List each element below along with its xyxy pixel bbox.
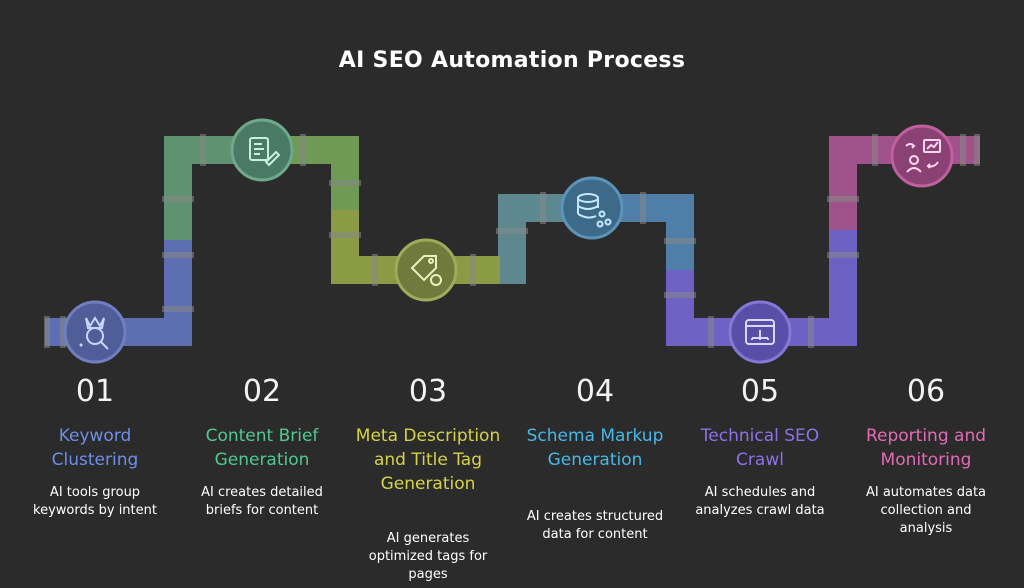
pipe-flanges bbox=[44, 134, 980, 348]
step-title-02: Content Brief Generation bbox=[205, 426, 319, 470]
node-technical-crawl bbox=[728, 300, 792, 364]
node-schema-markup bbox=[560, 176, 624, 240]
node-reporting bbox=[890, 124, 954, 188]
step-number-01: 01 bbox=[75, 374, 115, 409]
node-meta-description bbox=[394, 238, 458, 302]
node-content-brief bbox=[230, 118, 294, 182]
database-schema-icon bbox=[577, 193, 612, 228]
diagram-title: AI SEO Automation Process bbox=[338, 48, 686, 73]
node-keyword-clustering bbox=[63, 300, 127, 364]
step-number-04: 04 bbox=[575, 374, 615, 409]
crawl-sitemap-icon bbox=[745, 319, 775, 345]
pipe-segment-5 bbox=[760, 136, 980, 346]
step-desc-05: AI schedules and analyzes crawl data bbox=[695, 485, 825, 518]
content-brief-icon bbox=[249, 137, 281, 167]
step-desc-02: AI creates detailed briefs for content bbox=[201, 485, 323, 518]
step-desc-06: AI automates data collection and analysi… bbox=[865, 485, 987, 536]
reporting-icon bbox=[905, 139, 941, 173]
pipe-segment-1 bbox=[45, 136, 248, 346]
step-number-02: 02 bbox=[242, 374, 282, 409]
step-title-01: Keyword Clustering bbox=[51, 426, 139, 470]
step-desc-03: AI generates optimized tags for pages bbox=[368, 531, 488, 582]
step-title-06: Reporting and Monitoring bbox=[865, 426, 987, 470]
step-number-03: 03 bbox=[408, 374, 448, 409]
step-desc-01: AI tools group keywords by intent bbox=[33, 485, 157, 518]
step-number-05: 05 bbox=[740, 374, 780, 409]
step-title-03: Meta Description and Title Tag Generatio… bbox=[355, 426, 501, 494]
step-desc-04: AI creates structured data for content bbox=[526, 509, 664, 542]
step-title-04: Schema Markup Generation bbox=[526, 426, 664, 470]
step-number-06: 06 bbox=[906, 374, 946, 409]
tag-gear-icon bbox=[410, 255, 442, 286]
keyword-cluster-icon bbox=[79, 316, 109, 350]
step-title-05: Technical SEO Crawl bbox=[700, 426, 820, 470]
